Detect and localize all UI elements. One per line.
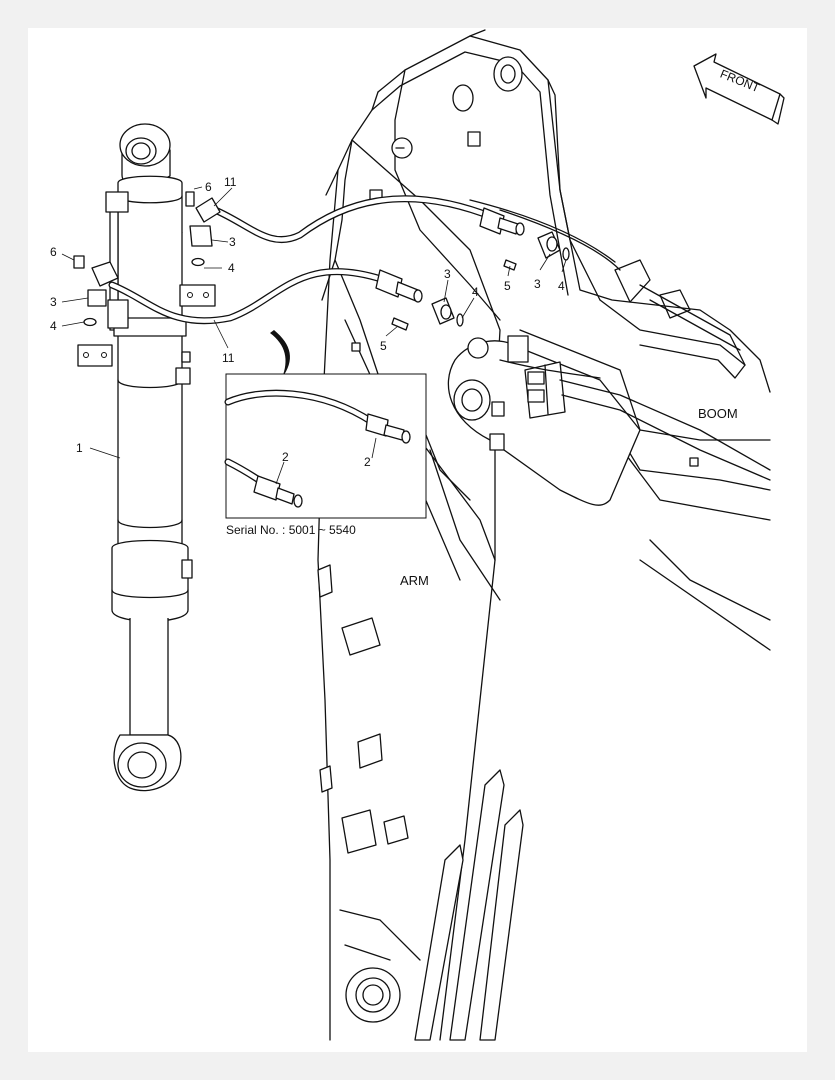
parts-diagram: BOOM ARM	[50, 29, 785, 1041]
serial-note: Serial No. : 5001 ~ 5540	[226, 523, 356, 537]
hose-assembly	[87, 195, 525, 325]
callout-4-a: 4	[228, 261, 235, 275]
callout-2-b: 2	[364, 455, 371, 469]
hose-flanges	[73, 191, 570, 331]
arm: ARM	[317, 139, 524, 1041]
arm-label: ARM	[400, 573, 429, 588]
detail-arrow	[270, 330, 290, 378]
callout-4-c: 4	[472, 285, 479, 299]
inset-detail: 2 2 Serial No. : 5001 ~ 5540	[224, 373, 427, 537]
callout-3-c: 3	[444, 267, 451, 281]
boom-label: BOOM	[698, 406, 738, 421]
arm-cylinder	[77, 123, 216, 792]
callout-11-a: 11	[224, 175, 237, 189]
callout-5-b: 5	[504, 279, 511, 293]
drawing-sheet: BOOM ARM	[28, 28, 807, 1052]
callout-4-d: 4	[558, 279, 565, 293]
callout-6-b: 6	[50, 245, 57, 259]
callout-3-b: 3	[50, 295, 57, 309]
arm-pivot	[447, 335, 771, 506]
callout-11-b: 11	[222, 351, 235, 365]
callout-1: 1	[76, 441, 83, 455]
boom: BOOM	[321, 29, 771, 651]
callout-3-a: 3	[229, 235, 236, 249]
callout-5-a: 5	[380, 339, 387, 353]
boom-hoses	[469, 199, 621, 379]
callout-4-b: 4	[50, 319, 57, 333]
callout-3-d: 3	[534, 277, 541, 291]
boom-cylinder	[614, 259, 746, 366]
callout-2-a: 2	[282, 450, 289, 464]
callout-6-a: 6	[205, 180, 212, 194]
callouts: 1 6 6 11 11 3 3 3 3 4 4 4 4 5 5	[50, 175, 567, 459]
front-arrow: FRONT	[693, 53, 785, 125]
